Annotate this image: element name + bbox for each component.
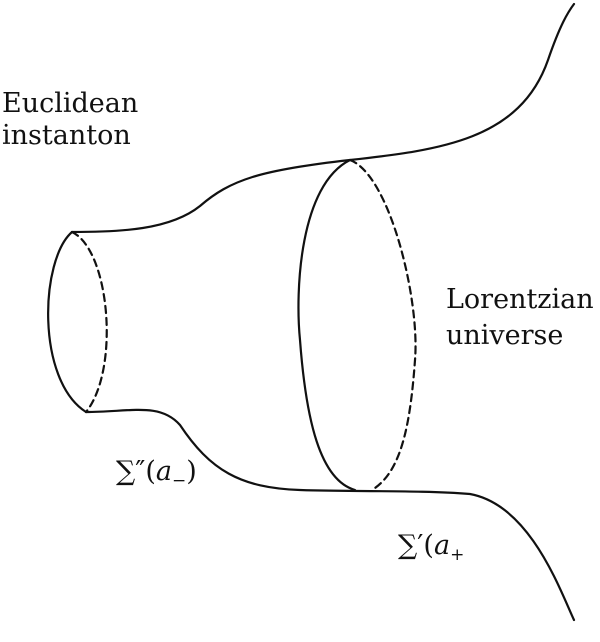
lorentzian-label-line1: Lorentzian xyxy=(446,284,594,315)
subscript-minus: − xyxy=(172,471,187,491)
open-paren: ( xyxy=(145,456,156,487)
upper-boundary-curve xyxy=(70,2,576,234)
euclidean-label-line2: instanton xyxy=(2,120,131,151)
close-paren: ) xyxy=(186,456,197,487)
open-paren: ( xyxy=(423,530,434,561)
lower-boundary-curve xyxy=(84,408,576,622)
left-ellipse-back xyxy=(70,230,108,414)
double-prime: ″ xyxy=(135,456,146,487)
sigma-minus-label: ∑″(a−) xyxy=(116,456,197,491)
lorentzian-label-line2: universe xyxy=(446,320,564,351)
single-prime: ′ xyxy=(417,530,424,561)
variable-a: a xyxy=(155,456,173,487)
subscript-plus: + xyxy=(450,545,465,565)
sigma-symbol: ∑ xyxy=(116,456,136,487)
right-ellipse-front xyxy=(297,158,357,492)
sigma-plus-label: ∑′(a+ xyxy=(398,530,464,565)
variable-a: a xyxy=(433,530,451,561)
left-ellipse-front xyxy=(47,230,88,414)
euclidean-label-line1: Euclidean xyxy=(2,88,139,119)
right-ellipse-back xyxy=(348,158,417,490)
sigma-symbol: ∑ xyxy=(398,530,418,561)
